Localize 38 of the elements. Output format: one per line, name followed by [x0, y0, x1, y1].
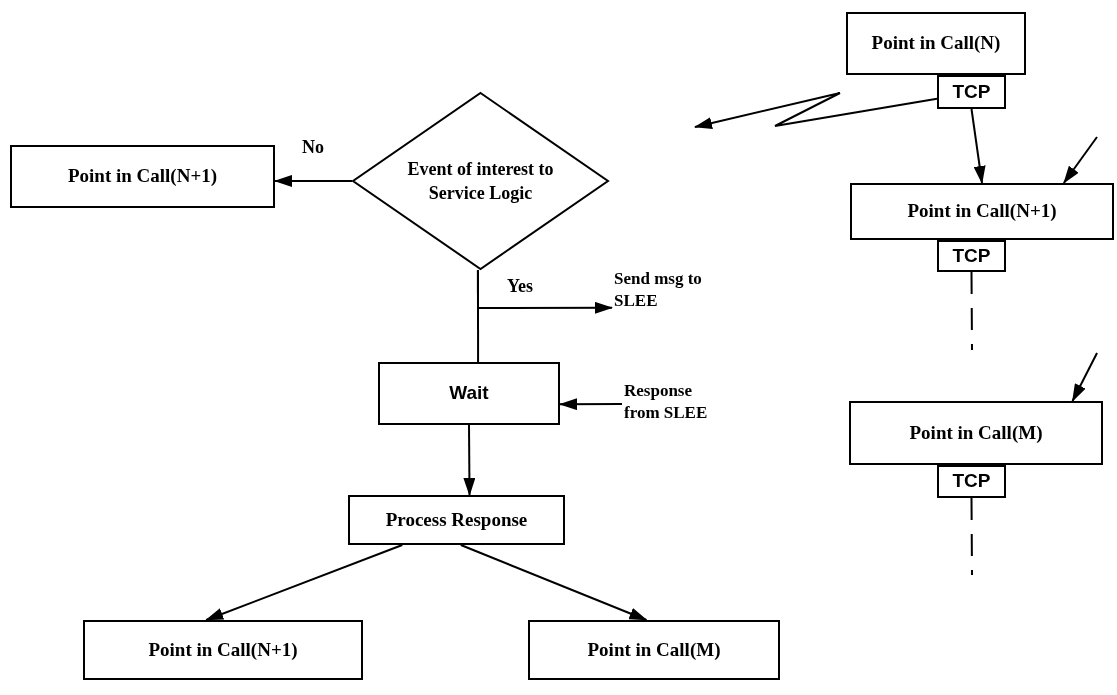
connector-line	[970, 497, 973, 576]
process-box	[850, 183, 1114, 240]
arrow	[274, 174, 353, 187]
tcp-box	[937, 240, 1006, 272]
process-box	[10, 145, 275, 208]
box-label: Wait	[449, 382, 489, 405]
box-label: Point in Call(M)	[909, 421, 1043, 445]
arrow	[1071, 352, 1098, 402]
arrow	[1062, 136, 1098, 184]
tcp-box	[937, 465, 1006, 498]
box-label: Point in Call(N)	[871, 32, 1001, 55]
connector-line	[476, 269, 480, 363]
process-box	[846, 12, 1026, 75]
arrow	[205, 544, 404, 621]
note-text: Response from SLEE	[624, 380, 724, 428]
process-box	[528, 620, 780, 680]
decision-text: Event of interest to Service Logic	[406, 157, 555, 205]
process-box	[378, 362, 560, 425]
arrow	[694, 92, 938, 129]
note-text: Send msg to SLEE	[614, 268, 714, 316]
arrow	[459, 544, 648, 621]
arrow	[559, 398, 623, 411]
arrow	[970, 108, 986, 184]
decision-diamond	[352, 92, 609, 270]
process-box	[83, 620, 363, 680]
box-label: Point in Call(N+1)	[67, 165, 218, 188]
process-box	[849, 401, 1103, 465]
box-label: TCP	[952, 470, 991, 493]
box-label: Point in Call(N+1)	[907, 200, 1057, 223]
arrow	[463, 424, 476, 496]
tcp-box	[937, 75, 1006, 109]
connector-line	[970, 271, 973, 351]
box-label: Point in Call(N+1)	[148, 638, 298, 662]
box-label: TCP	[952, 80, 991, 104]
process-box	[348, 495, 565, 545]
box-label: Point in Call(M)	[587, 638, 721, 662]
box-label: TCP	[952, 244, 991, 268]
box-label: Process Response	[385, 508, 528, 532]
